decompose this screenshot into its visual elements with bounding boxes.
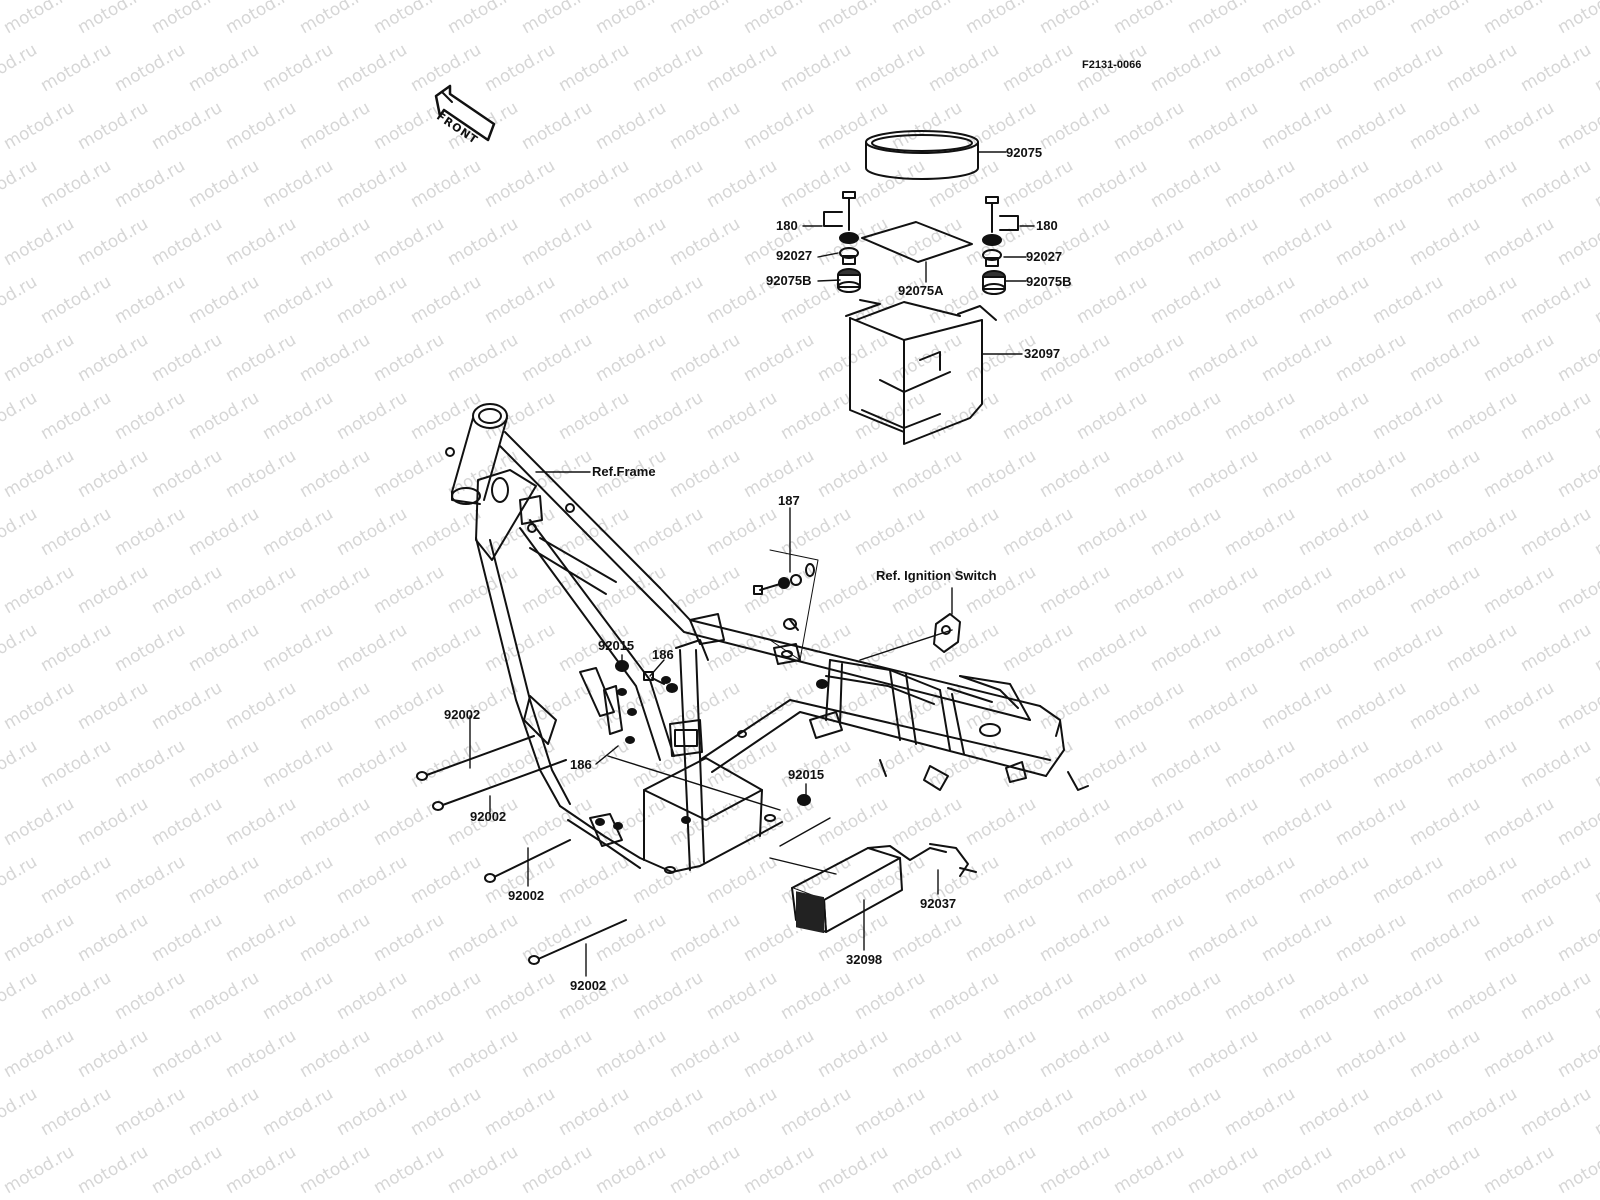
label-92015-top: 92015 (598, 638, 635, 653)
label-92075: 92075 (1006, 145, 1043, 160)
label-186-bottom: 186 (570, 757, 592, 772)
left-bolt-stack (823, 191, 861, 293)
front-arrow-icon (434, 84, 496, 142)
label-92075A: 92075A (898, 283, 944, 298)
label-180-left: 180 (776, 218, 798, 233)
label-32097: 32097 (1024, 346, 1061, 361)
label-92002-b: 92002 (470, 809, 507, 824)
battery-case-part (845, 299, 997, 445)
regulator-part (791, 843, 977, 934)
label-92075B-left: 92075B (766, 273, 812, 288)
long-bolt-d (528, 919, 627, 965)
long-bolt-c (484, 839, 571, 883)
nut-92015-top (615, 660, 629, 672)
label-92002-d: 92002 (570, 978, 607, 993)
label-92027-left: 92027 (776, 248, 813, 263)
label-180-right: 180 (1036, 218, 1058, 233)
long-bolt-a (416, 735, 535, 781)
label-ref-ignition-switch: Ref. Ignition Switch (876, 568, 997, 583)
battery-strap-part (865, 130, 979, 180)
label-92002-a: 92002 (444, 707, 481, 722)
label-92075B-right: 92075B (1026, 274, 1072, 289)
bolt-187-set (753, 549, 819, 661)
label-186-top: 186 (652, 647, 674, 662)
label-187: 187 (778, 493, 800, 508)
right-bolt-stack (982, 196, 1019, 295)
label-92037: 92037 (920, 896, 957, 911)
bolt-186-top (643, 671, 678, 693)
label-ref-frame: Ref.Frame (592, 464, 656, 479)
label-92027-right: 92027 (1026, 249, 1063, 264)
frame-main (445, 403, 1089, 874)
label-32098: 32098 (846, 952, 883, 967)
diagram-code-label: F2131-0066 (1082, 59, 1142, 71)
leader-lines (469, 151, 1035, 977)
long-bolt-b (432, 759, 567, 811)
nut-92015-bottom (797, 794, 811, 806)
label-92002-c: 92002 (508, 888, 545, 903)
ignition-switch-part (933, 613, 961, 653)
label-92015-bottom: 92015 (788, 767, 825, 782)
battery-pad-part (861, 221, 973, 263)
